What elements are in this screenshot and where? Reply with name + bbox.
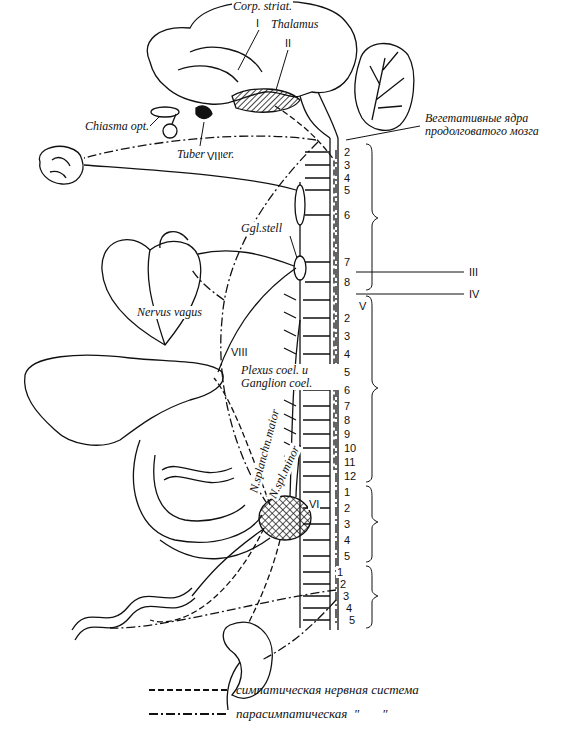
- parasympathetic-path: [84, 136, 336, 660]
- brain: [147, 2, 356, 138]
- legend-row: парасимпатическая " ": [148, 702, 419, 726]
- segment-number: 4: [343, 348, 351, 360]
- segment-number: 3: [343, 518, 351, 530]
- segment-number: 3: [342, 590, 350, 602]
- roman-numeral: I: [255, 17, 260, 29]
- structure-label: Plexus coel. u Ganglion coel.: [240, 364, 342, 390]
- gland: [39, 146, 83, 184]
- roman-numeral: II: [284, 37, 292, 49]
- celiac-plexus: [259, 496, 311, 540]
- legend-sample: [148, 685, 230, 695]
- roman-numeral: VII: [206, 150, 221, 162]
- roman-numeral: V: [358, 300, 367, 312]
- segment-number: 1: [343, 486, 351, 498]
- segment-number: 5: [348, 614, 356, 626]
- structure-label: Corp. striat.: [232, 0, 293, 13]
- structure-label: Вегетативные ядра продолговатого мозга: [424, 112, 578, 138]
- segment-number: 2: [343, 312, 351, 324]
- legend-text: симпатическая нервная система: [236, 682, 419, 698]
- legend-line: [149, 713, 229, 715]
- segment-brace: [366, 144, 378, 628]
- legend-line: [149, 689, 229, 691]
- segment-number: 1: [336, 566, 344, 578]
- segment-number: 6: [343, 209, 351, 221]
- roman-numeral: IV: [468, 288, 480, 300]
- segment-number: 5: [343, 550, 351, 562]
- segment-number: 7: [343, 256, 351, 268]
- legend: симпатическая нервная система парасимпати…: [148, 678, 419, 726]
- segment-number: 3: [343, 330, 351, 342]
- structure-label: Thalamus: [270, 18, 319, 31]
- segment-number: 2: [339, 578, 347, 590]
- nerve-label: N.spl.minor: [266, 443, 303, 502]
- segment-number: 4: [343, 172, 351, 184]
- liver: [25, 355, 224, 445]
- roman-numeral: VIII: [230, 346, 249, 358]
- segment-number: 3: [343, 159, 351, 171]
- colon: [72, 588, 195, 640]
- segment-number: 8: [343, 414, 351, 426]
- legend-row: симпатическая нервная система: [148, 678, 419, 702]
- legend-sample: [148, 709, 230, 719]
- segment-number: 7: [343, 400, 351, 412]
- segment-number: 4: [343, 534, 351, 546]
- segment-number: 6: [343, 384, 351, 396]
- segment-number: 5: [343, 184, 351, 196]
- legend-text: парасимпатическая " ": [236, 706, 388, 722]
- segment-number: 12: [343, 470, 357, 482]
- roman-numeral: III: [468, 266, 479, 278]
- segment-number: 10: [343, 442, 357, 454]
- structure-label: Chiasma opt.: [84, 120, 150, 133]
- structure-label: Nervus vagus: [136, 306, 203, 319]
- structure-label: Ggl.stell: [240, 222, 283, 235]
- segment-number: 2: [343, 146, 351, 158]
- roman-numeral: VI: [308, 498, 320, 510]
- segment-number: 8: [343, 276, 351, 288]
- segment-number: 4: [345, 602, 353, 614]
- segment-number: 9: [343, 428, 351, 440]
- heart: [102, 232, 201, 345]
- segment-number: 5: [343, 366, 351, 378]
- cerebellum: [355, 44, 414, 131]
- segment-number: 11: [343, 456, 356, 468]
- segment-number: 2: [343, 502, 351, 514]
